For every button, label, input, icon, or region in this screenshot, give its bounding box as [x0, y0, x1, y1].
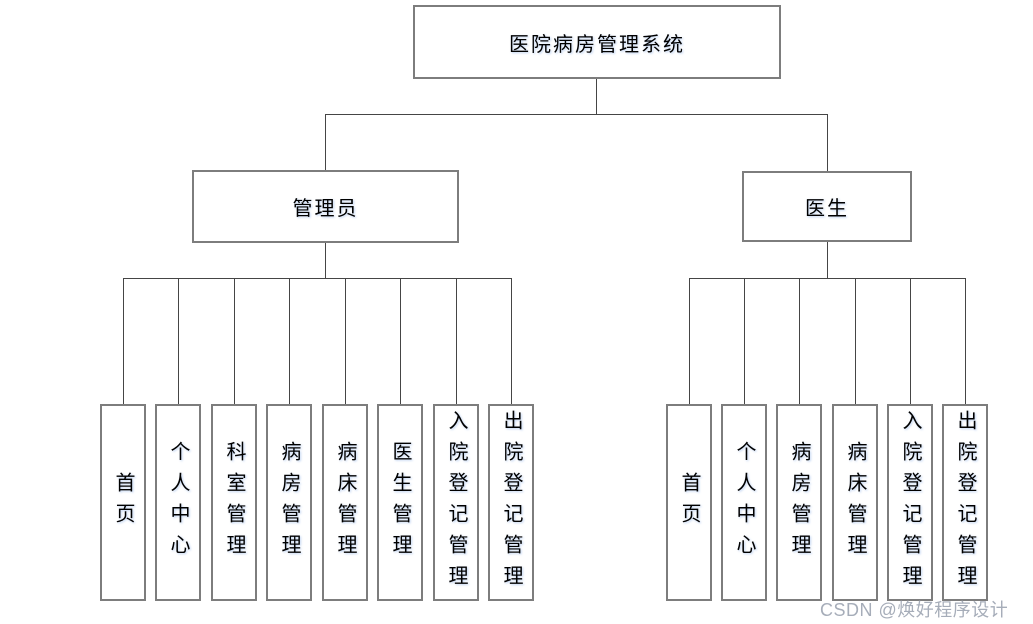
node-doctor-personal-center: 个人中心 [721, 404, 767, 601]
connector-admin-bus [123, 278, 512, 279]
node-admin-home: 首页 [100, 404, 146, 601]
connector-doctor-leaf-4 [855, 278, 856, 404]
connector-root-stub [596, 79, 597, 115]
node-admin-discharge-reg-mgmt: 出院登记管理 [488, 404, 534, 601]
connector-doctor-leaf-1 [689, 278, 690, 404]
node-doctor-bed-mgmt: 病床管理 [832, 404, 878, 601]
connector-doctor-leaf-2 [744, 278, 745, 404]
connector-doctor-bus [689, 278, 966, 279]
node-admin-discharge-reg-mgmt-label: 出院登记管理 [500, 409, 522, 596]
node-system-root-label: 医院病房管理系统 [509, 33, 685, 56]
node-admin-bed-mgmt: 病床管理 [322, 404, 368, 601]
node-doctor-admission-reg-mgmt-label: 入院登记管理 [899, 409, 921, 596]
node-admin-department-mgmt-label: 科室管理 [223, 440, 245, 565]
node-doctor-ward-mgmt: 病房管理 [776, 404, 822, 601]
connector-admin-drop [325, 114, 326, 170]
node-doctor-bed-mgmt-label: 病床管理 [844, 440, 866, 565]
node-doctor-personal-center-label: 个人中心 [733, 440, 755, 565]
node-admin-home-label: 首页 [112, 471, 134, 534]
node-system-root: 医院病房管理系统 [413, 5, 781, 79]
node-doctor-discharge-reg-mgmt-label: 出院登记管理 [954, 409, 976, 596]
node-admin: 管理员 [192, 170, 459, 243]
connector-admin-leaf-2 [178, 278, 179, 404]
node-admin-personal-center-label: 个人中心 [167, 440, 189, 565]
connector-level2-bus [325, 114, 828, 115]
csdn-watermark: CSDN @焕好程序设计 [820, 600, 1009, 620]
node-admin-bed-mgmt-label: 病床管理 [334, 440, 356, 565]
node-doctor-home: 首页 [666, 404, 712, 601]
node-admin-ward-mgmt-label: 病房管理 [278, 440, 300, 565]
connector-admin-leaf-8 [511, 278, 512, 404]
connector-admin-stub [325, 243, 326, 278]
node-admin-admission-reg-mgmt: 入院登记管理 [433, 404, 479, 601]
node-admin-admission-reg-mgmt-label: 入院登记管理 [445, 409, 467, 596]
connector-admin-leaf-7 [456, 278, 457, 404]
connector-doctor-leaf-5 [910, 278, 911, 404]
connector-doctor-leaf-6 [965, 278, 966, 404]
connector-doctor-stub [827, 242, 828, 278]
node-doctor-ward-mgmt-label: 病房管理 [788, 440, 810, 565]
node-admin-ward-mgmt: 病房管理 [266, 404, 312, 601]
node-admin-department-mgmt: 科室管理 [211, 404, 257, 601]
node-doctor-discharge-reg-mgmt: 出院登记管理 [942, 404, 988, 601]
node-doctor-admission-reg-mgmt: 入院登记管理 [887, 404, 933, 601]
node-admin-personal-center: 个人中心 [155, 404, 201, 601]
node-admin-doctor-mgmt: 医生管理 [377, 404, 423, 601]
node-doctor-label: 医生 [805, 198, 849, 220]
connector-admin-leaf-3 [234, 278, 235, 404]
connector-admin-leaf-4 [289, 278, 290, 404]
connector-doctor-leaf-3 [799, 278, 800, 404]
connector-admin-leaf-6 [400, 278, 401, 404]
connector-admin-leaf-1 [123, 278, 124, 404]
connector-doctor-drop [827, 114, 828, 171]
node-doctor: 医生 [742, 171, 912, 242]
connector-admin-leaf-5 [345, 278, 346, 404]
node-admin-doctor-mgmt-label: 医生管理 [389, 440, 411, 565]
node-admin-label: 管理员 [292, 198, 359, 220]
node-doctor-home-label: 首页 [678, 471, 700, 534]
